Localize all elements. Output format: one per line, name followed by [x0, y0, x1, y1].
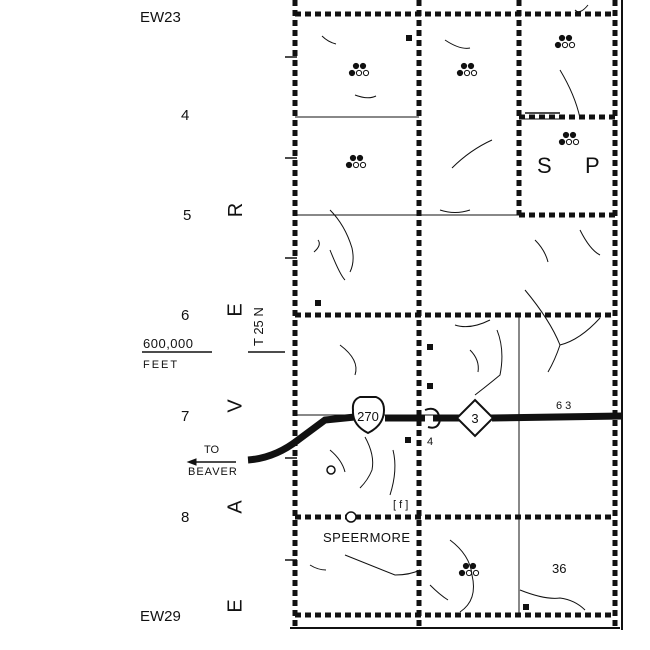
county-letter-v: V	[224, 399, 247, 413]
section-grid	[290, 0, 623, 630]
streams	[309, 4, 601, 613]
bracket-label: [ f ]	[393, 499, 409, 511]
county-letter-r: R	[225, 202, 248, 218]
coordinate-value: 600,000	[143, 336, 194, 351]
well-clusters	[345, 34, 580, 577]
buildings	[315, 35, 529, 610]
county-letter-e2: E	[224, 599, 247, 613]
highway	[247, 407, 623, 464]
misc-features	[326, 112, 560, 523]
to-beaver-arrow	[186, 458, 236, 466]
edge-number-6: 6	[181, 307, 190, 324]
edge-number-5: 5	[183, 207, 192, 224]
state-3-shield	[455, 398, 495, 438]
county-letter-e1: E	[224, 303, 247, 317]
us-highway-number: 270	[357, 409, 379, 424]
edge-number-4: 4	[181, 107, 190, 124]
edge-number-8: 8	[181, 509, 190, 526]
direction-place: BEAVER	[188, 466, 238, 478]
range-label-bottom: EW29	[140, 608, 181, 625]
marker-s: S	[537, 153, 552, 178]
state-highway-number: 3	[471, 411, 479, 426]
road-number-63: 63	[556, 400, 575, 412]
left-ticks	[142, 56, 297, 561]
section-36: 36	[552, 561, 567, 576]
edge-number-7: 7	[181, 408, 190, 425]
marker-4: 4	[427, 436, 434, 448]
coordinate-unit: FEET	[143, 359, 180, 371]
town-speermore: SPEERMORE	[323, 530, 411, 545]
marker-p: P	[585, 153, 600, 178]
us-270-shield	[351, 396, 386, 435]
county-letter-a: A	[224, 500, 247, 514]
direction-to: TO	[204, 444, 220, 456]
township-label: T 25 N	[251, 307, 266, 346]
range-label-top: EW23	[140, 9, 181, 26]
